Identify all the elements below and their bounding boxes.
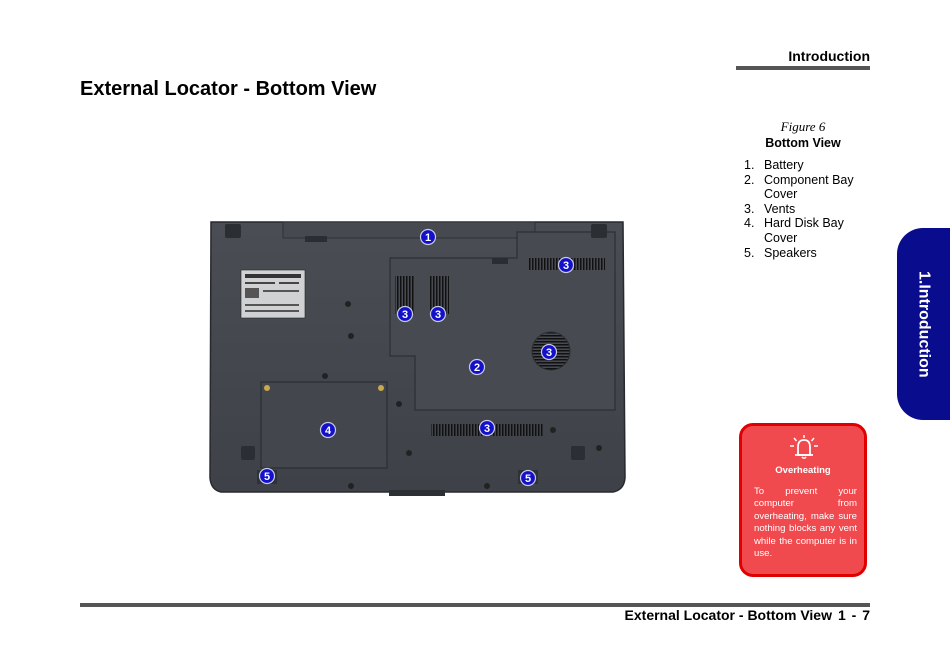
- figure-title: Bottom View: [765, 136, 841, 150]
- warning-box: Overheating To prevent your computer fro…: [739, 423, 867, 577]
- footer-title: External Locator - Bottom View: [624, 607, 832, 623]
- page-number: 1 - 7: [837, 607, 870, 623]
- warning-text: To prevent your computer from overheatin…: [754, 486, 857, 560]
- figure-caption: Figure 6 Bottom View: [736, 119, 870, 150]
- legend-number: 4.: [744, 216, 755, 231]
- svg-text:3: 3: [484, 423, 490, 435]
- legend-number: 5.: [744, 245, 755, 260]
- header-section-title: Introduction: [788, 48, 870, 64]
- marker-vent-middle: 3: [429, 305, 447, 323]
- legend-number: 2.: [744, 172, 755, 187]
- marker-hard-disk-bay: 4: [319, 421, 337, 439]
- svg-text:3: 3: [435, 309, 441, 321]
- legend-label: Component Bay Cover: [764, 172, 854, 202]
- figure-legend: 1.Battery 2.Component Bay Cover 3.Vents …: [744, 158, 870, 260]
- alarm-bell-icon: [790, 435, 818, 459]
- svg-text:3: 3: [402, 309, 408, 321]
- header-rule: [736, 66, 870, 70]
- svg-text:3: 3: [546, 347, 552, 359]
- marker-component-bay: 2: [468, 358, 486, 376]
- legend-item: 2. Component Bay Cover: [744, 173, 870, 202]
- legend-label: Speakers: [764, 245, 817, 260]
- svg-text:3: 3: [563, 260, 569, 272]
- legend-number: 1.: [744, 158, 755, 172]
- marker-vent-top-right: 3: [557, 256, 575, 274]
- legend-label: Vents: [764, 201, 796, 216]
- footer-rule: [80, 603, 870, 607]
- laptop-bottom-photo: 1 3 3 3 3 2 3 4 5 5: [209, 221, 626, 496]
- marker-speaker-right: 5: [519, 469, 537, 487]
- svg-text:1: 1: [425, 232, 431, 244]
- marker-battery: 1: [419, 228, 437, 246]
- legend-number: 3.: [744, 201, 755, 216]
- page-title: External Locator - Bottom View: [80, 78, 377, 100]
- marker-vent-bottom: 3: [478, 419, 496, 437]
- legend-item: 5. Speakers: [744, 246, 870, 261]
- svg-text:5: 5: [525, 473, 531, 485]
- marker-speaker-left: 5: [258, 467, 276, 485]
- legend-label: Battery: [764, 158, 804, 172]
- legend-item: 1. Battery: [744, 158, 870, 173]
- warning-title: Overheating: [775, 465, 831, 476]
- legend-item: 4. Hard Disk Bay Cover: [744, 216, 870, 245]
- marker-vent-left: 3: [396, 305, 414, 323]
- svg-text:4: 4: [325, 425, 332, 437]
- side-tab[interactable]: [897, 228, 950, 420]
- legend-label: Hard Disk Bay Cover: [764, 216, 844, 245]
- footer: External Locator - Bottom View 1 - 7: [625, 607, 870, 623]
- marker-fan-vent: 3: [540, 343, 558, 361]
- side-tab-label-wrap: 1.Introduction: [897, 228, 950, 420]
- side-tab-label: 1.Introduction: [915, 270, 933, 378]
- svg-text:2: 2: [474, 362, 480, 374]
- figure-number: Figure 6: [780, 119, 826, 134]
- legend-item: 3. Vents: [744, 202, 870, 217]
- svg-text:5: 5: [264, 471, 270, 483]
